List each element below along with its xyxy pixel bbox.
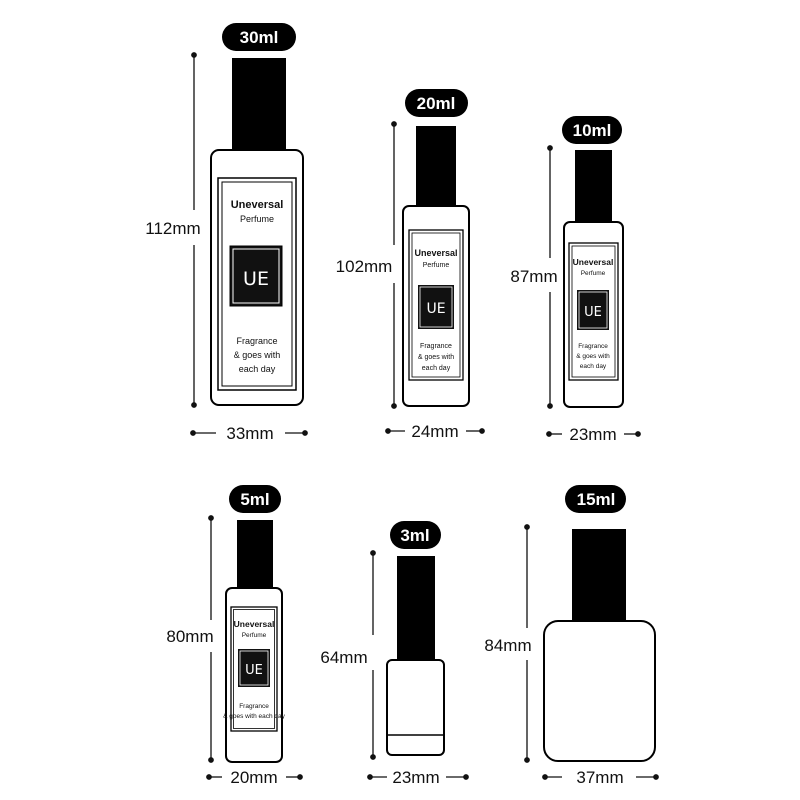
bottle-cap	[575, 150, 612, 222]
width-label: 24mm	[411, 422, 458, 441]
label-monogram: UE	[243, 268, 269, 290]
height-label: 112mm	[145, 219, 200, 238]
bottle-body	[386, 659, 445, 756]
bottle-cap	[237, 520, 273, 588]
bottle-5ml: 5ml Uneversal Perfume UE Fragrance & goe…	[166, 485, 303, 787]
label-sub: Perfume	[242, 632, 267, 639]
capacity-badge	[222, 23, 296, 51]
label-brand: Uneversal	[231, 199, 284, 211]
bottle-cap	[232, 58, 286, 150]
height-label: 87mm	[510, 267, 557, 286]
label-tagline-1: Fragrance	[578, 343, 608, 350]
bottle-cap	[416, 126, 456, 206]
label-tagline-2: & goes with each day	[223, 713, 286, 720]
width-label: 23mm	[392, 768, 439, 787]
label-brand: Uneversal	[414, 248, 457, 258]
label-monogram-box	[418, 285, 454, 329]
capacity-label: 3ml	[400, 526, 429, 545]
label-monogram-box	[238, 649, 270, 687]
capacity-badge	[229, 485, 281, 513]
width-label: 37mm	[576, 768, 623, 787]
bottle-30ml: 30ml Uneversal Perfume UE Fragrance & go…	[145, 23, 308, 443]
label-monogram: UE	[426, 301, 445, 317]
height-label: 80mm	[166, 627, 213, 646]
width-label: 20mm	[230, 768, 277, 787]
label-monogram-box	[577, 290, 609, 330]
label-tagline-1: Fragrance	[420, 343, 452, 350]
label-monogram: UE	[245, 663, 263, 678]
label-tagline-3: each day	[422, 365, 451, 372]
label-frame	[568, 242, 619, 381]
height-label: 102mm	[336, 257, 393, 276]
label-tagline-2: & goes with	[234, 350, 281, 360]
capacity-badge	[562, 116, 622, 144]
bottle-cap	[572, 529, 626, 621]
label-sub: Perfume	[240, 214, 274, 224]
capacity-badge	[405, 89, 468, 117]
label-sub: Perfume	[581, 270, 606, 277]
label-monogram: UE	[584, 305, 602, 320]
label-tagline-3: each day	[580, 363, 607, 370]
label-tagline-3: each day	[239, 364, 276, 374]
height-label: 84mm	[484, 636, 531, 655]
width-label: 23mm	[569, 425, 616, 444]
height-label: 64mm	[320, 648, 367, 667]
label-tagline-2: & goes with	[418, 354, 454, 361]
bottle-15ml: 15ml 84mm 37mm	[484, 485, 659, 787]
bottle-10ml: 10ml Uneversal Perfume UE Fragrance & go…	[510, 116, 641, 444]
capacity-label: 30ml	[240, 28, 279, 47]
label-tagline-1: Fragrance	[239, 703, 269, 710]
label-frame	[217, 177, 297, 391]
label-tagline-2: & goes with	[576, 353, 610, 360]
capacity-badge	[565, 485, 626, 513]
bottle-cap	[397, 556, 435, 660]
capacity-badge	[390, 521, 441, 549]
bottle-3ml: 3ml 64mm 23mm	[320, 521, 469, 787]
capacity-label: 10ml	[573, 121, 612, 140]
label-brand: Uneversal	[234, 619, 275, 629]
width-label: 33mm	[226, 424, 273, 443]
capacity-label: 5ml	[240, 490, 269, 509]
label-sub: Perfume	[423, 262, 450, 269]
label-tagline-1: Fragrance	[236, 336, 277, 346]
label-frame	[230, 606, 278, 732]
capacity-label: 20ml	[417, 94, 456, 113]
bottle-20ml: 20ml Uneversal Perfume UE Fragrance & go…	[336, 89, 485, 441]
label-frame	[408, 229, 464, 381]
label-monogram-box	[229, 245, 283, 307]
label-frame-inner	[221, 181, 293, 387]
label-brand: Uneversal	[573, 257, 614, 267]
bottle-body	[543, 620, 656, 762]
capacity-label: 15ml	[577, 490, 616, 509]
